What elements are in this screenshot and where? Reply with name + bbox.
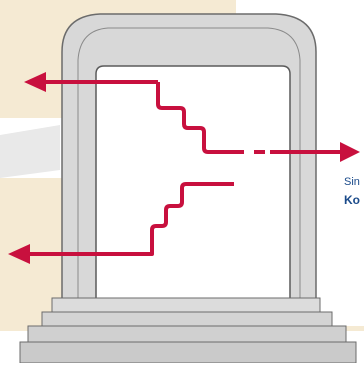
beige-panel-top-right	[200, 0, 236, 10]
door-opening	[95, 65, 291, 323]
arrow-bottom-left	[22, 182, 234, 256]
right-label-bottom: Ko	[344, 193, 360, 207]
step-1	[51, 297, 321, 313]
grey-band	[0, 125, 60, 178]
arrow-top-left	[40, 80, 244, 154]
arrowhead-right	[340, 142, 360, 162]
frame-inner-arch	[77, 27, 301, 340]
step-4	[19, 341, 357, 364]
arrowhead-bottom-left	[8, 244, 30, 264]
right-label-top: Sin	[344, 176, 360, 188]
arrowhead-top-left	[24, 72, 46, 92]
step-2	[41, 311, 333, 327]
step-3	[27, 325, 347, 343]
